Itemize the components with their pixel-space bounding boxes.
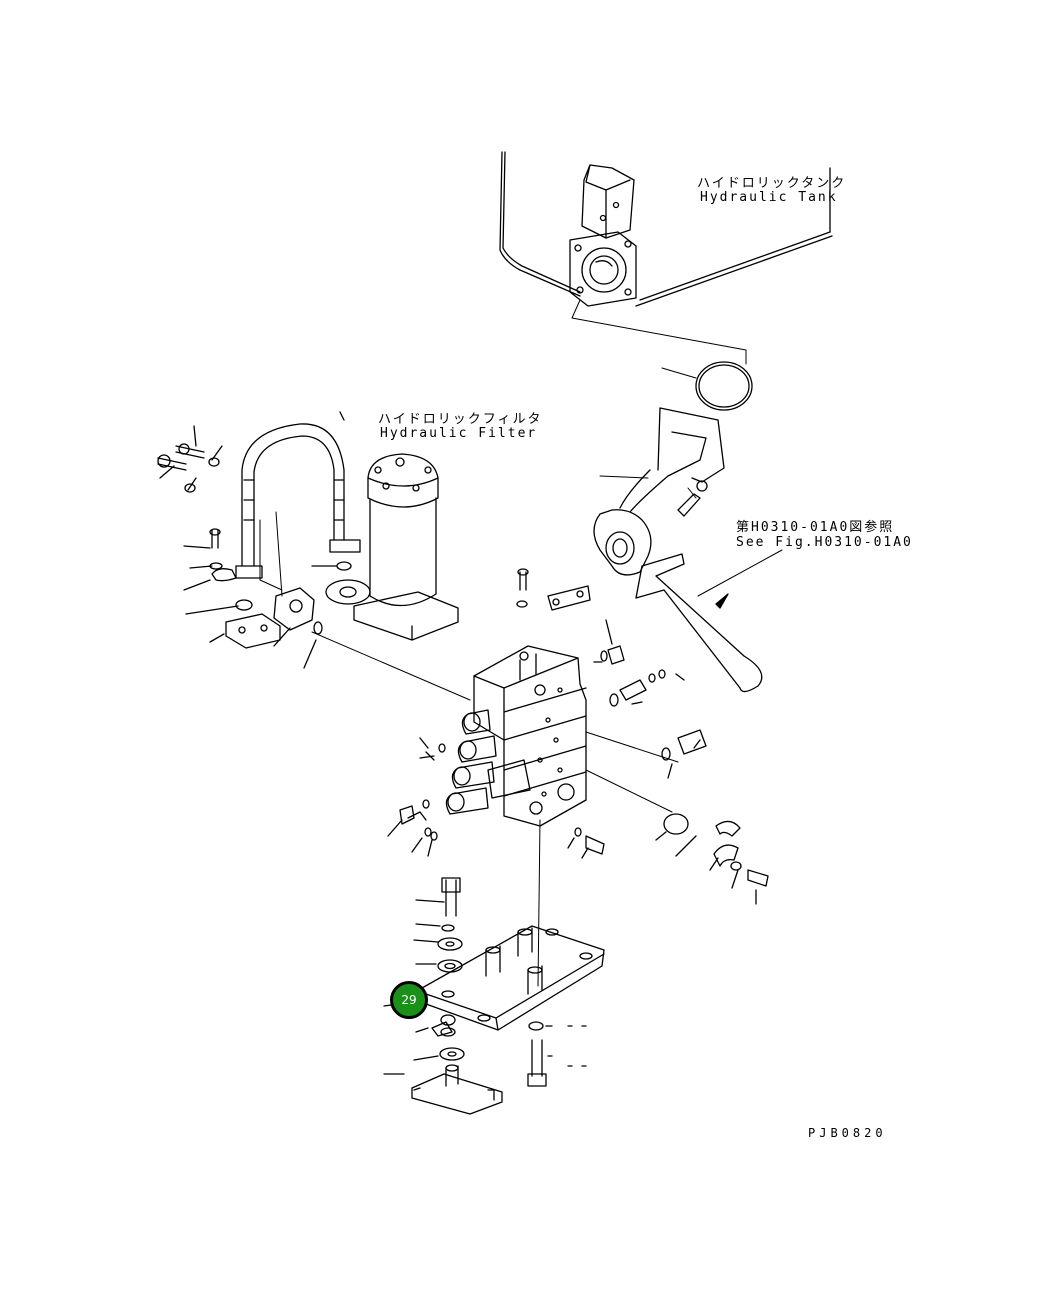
- reference-label-en: See Fig.H0310-01A0: [736, 535, 913, 550]
- suction-pipe: [635, 549, 783, 693]
- part-callout-29[interactable]: 29: [390, 981, 428, 1019]
- control-valve: [445, 645, 587, 827]
- tank-o-ring: [661, 361, 753, 411]
- filter-label-jp: ハイドロリックフィルタ: [378, 412, 543, 427]
- hydraulic-tank: [499, 151, 833, 307]
- valve-bracket: [383, 819, 605, 1115]
- suction-elbow: [593, 407, 725, 576]
- drawing-code: PJB0820: [808, 1126, 887, 1140]
- part-callout-number: 29: [401, 993, 417, 1007]
- hydraulic-filter: [325, 453, 459, 641]
- hose-flanges: [211, 511, 315, 649]
- reference-label-jp: 第H0310-01A0図参照: [736, 520, 895, 535]
- valve-fittings-left: [387, 737, 446, 857]
- valve-fittings-right: [311, 568, 769, 905]
- left-small-parts: [157, 411, 352, 669]
- tank-label-jp: ハイドロリックタンク: [697, 176, 847, 191]
- tank-label-en: Hydraulic Tank: [700, 190, 838, 205]
- filter-label-en: Hydraulic Filter: [380, 426, 538, 441]
- hydraulic-hose: [235, 423, 361, 579]
